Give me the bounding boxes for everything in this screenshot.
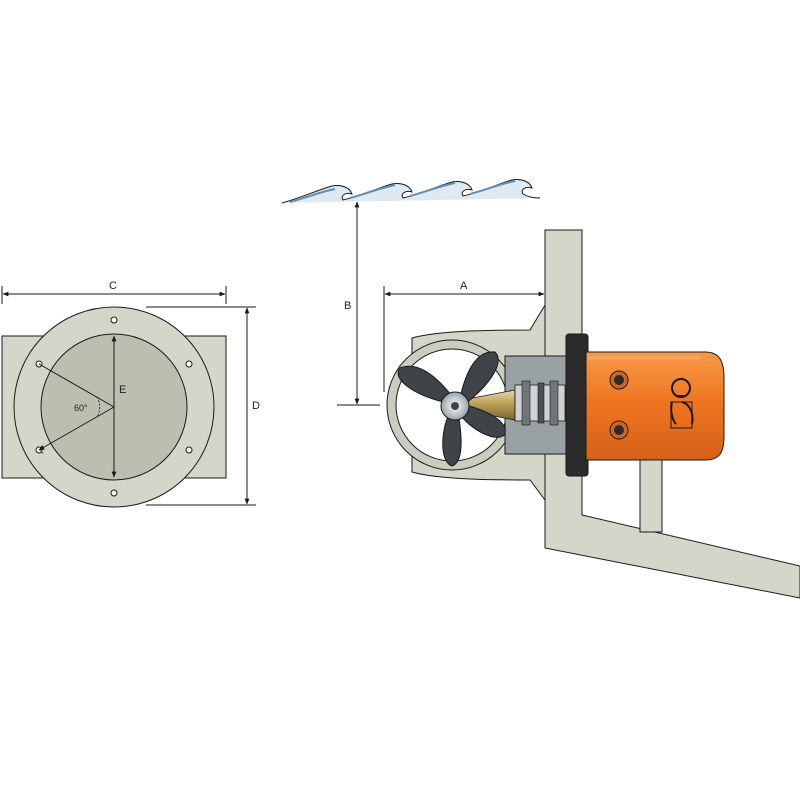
dim-d: D bbox=[146, 306, 260, 506]
propeller-blade bbox=[442, 411, 462, 467]
water-surface bbox=[281, 179, 541, 204]
angle-line-upper bbox=[38, 363, 115, 408]
angle-line-lower bbox=[38, 406, 115, 451]
angle-label: 60° bbox=[74, 403, 88, 413]
bolt-hole bbox=[185, 446, 193, 454]
bolt-hole bbox=[110, 316, 118, 324]
dim-c-label: C bbox=[109, 280, 117, 292]
quick-logo-icon bbox=[670, 378, 694, 429]
dim-e-label: E bbox=[119, 384, 126, 396]
dim-d-label: D bbox=[252, 400, 260, 412]
propeller-blade bbox=[457, 403, 506, 438]
propeller-blade bbox=[397, 365, 456, 404]
motor-flange bbox=[565, 333, 589, 477]
drive-shaft bbox=[461, 380, 566, 426]
dim-b-label: B bbox=[344, 300, 351, 312]
tunnel-front-view: 60° E bbox=[1, 306, 227, 508]
propeller bbox=[397, 351, 506, 467]
dim-c: C bbox=[1, 280, 227, 304]
dim-a-label: A bbox=[460, 280, 468, 292]
propeller-blade bbox=[459, 351, 499, 405]
motor-unit bbox=[585, 351, 725, 461]
motor-body bbox=[585, 351, 725, 461]
angle-arc bbox=[96, 396, 101, 418]
dim-a: A bbox=[383, 280, 545, 392]
bolt-hole bbox=[185, 360, 193, 368]
dim-b: B bbox=[337, 201, 380, 406]
bolt-hole bbox=[110, 489, 118, 497]
hull-section bbox=[544, 229, 800, 599]
